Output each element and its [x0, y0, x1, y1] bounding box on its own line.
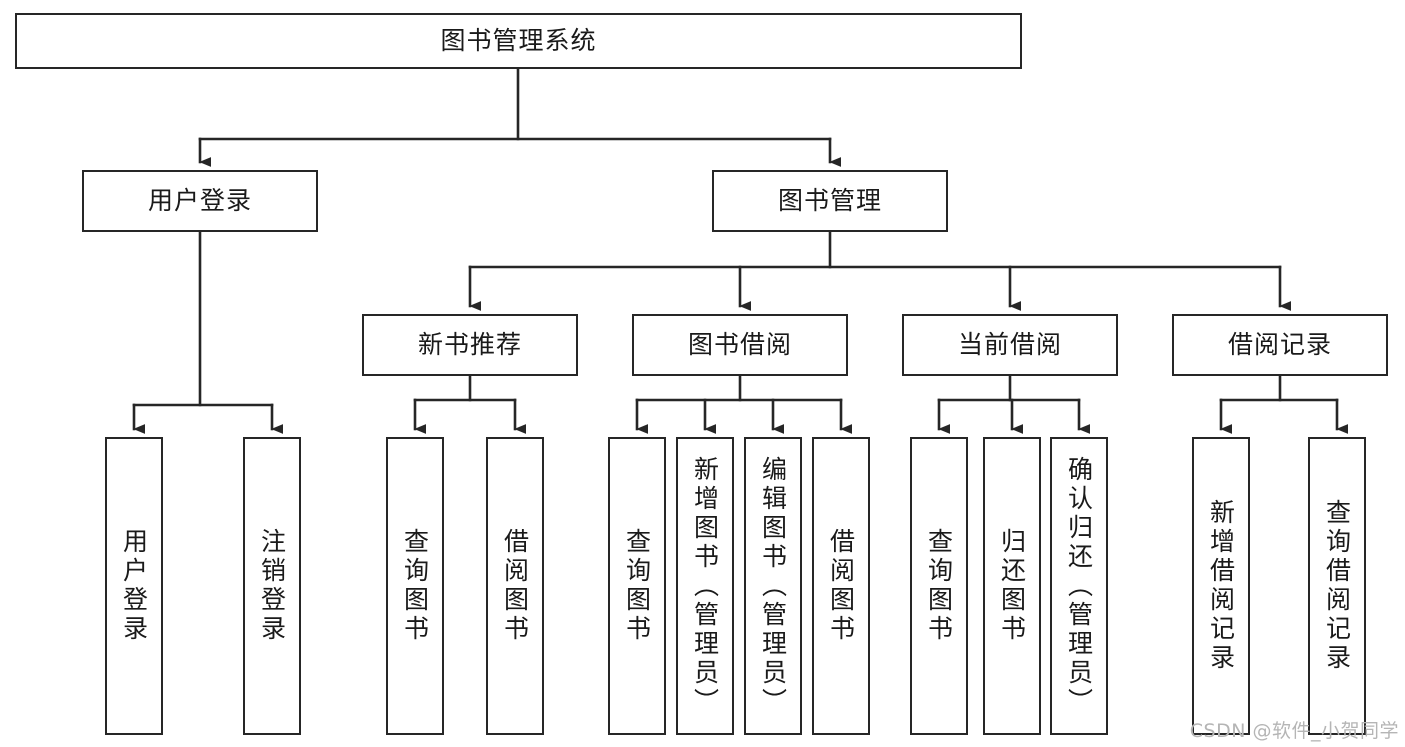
- node-borrow-record[interactable]: 借阅记录: [1172, 314, 1388, 376]
- leaf-node-label: 编辑图书（管理员）: [758, 455, 788, 717]
- csdn-watermark: CSDN @软件_小贺同学: [1189, 720, 1399, 742]
- node-root-label: 图书管理系统: [440, 25, 597, 55]
- node-user-login[interactable]: 用户登录: [82, 170, 318, 232]
- leaf-node-user-login[interactable]: 用户登录: [105, 437, 163, 735]
- node-current-borrow-label: 当前借阅: [957, 329, 1062, 359]
- leaf-node-query-book-2[interactable]: 查询图书: [608, 437, 666, 735]
- node-book-management-label: 图书管理: [777, 185, 882, 215]
- leaf-node-query-borrow-record[interactable]: 查询借阅记录: [1308, 437, 1366, 735]
- leaf-node-add-borrow-record[interactable]: 新增借阅记录: [1192, 437, 1250, 735]
- leaf-node-label: 借阅图书: [826, 528, 856, 644]
- leaf-node-label: 查询图书: [400, 528, 430, 644]
- leaf-node-label: 确认归还（管理员）: [1064, 455, 1094, 717]
- leaf-node-label: 借阅图书: [500, 528, 530, 644]
- leaf-node-label: 用户登录: [119, 528, 149, 644]
- node-book-borrow[interactable]: 图书借阅: [632, 314, 848, 376]
- node-book-management[interactable]: 图书管理: [712, 170, 948, 232]
- leaf-node-label: 新增图书（管理员）: [690, 455, 720, 717]
- node-root[interactable]: 图书管理系统: [15, 13, 1022, 69]
- leaf-node-borrow-book-1[interactable]: 借阅图书: [486, 437, 544, 735]
- leaf-node-confirm-return-admin[interactable]: 确认归还（管理员）: [1050, 437, 1108, 735]
- node-borrow-record-label: 借阅记录: [1227, 329, 1332, 359]
- leaf-node-query-book-3[interactable]: 查询图书: [910, 437, 968, 735]
- leaf-node-add-book-admin[interactable]: 新增图书（管理员）: [676, 437, 734, 735]
- leaf-node-query-book-1[interactable]: 查询图书: [386, 437, 444, 735]
- leaf-node-label: 归还图书: [997, 528, 1027, 644]
- leaf-node-return-book[interactable]: 归还图书: [983, 437, 1041, 735]
- node-current-borrow[interactable]: 当前借阅: [902, 314, 1118, 376]
- node-user-login-label: 用户登录: [147, 185, 252, 215]
- leaf-node-label: 查询图书: [924, 528, 954, 644]
- node-book-borrow-label: 图书借阅: [687, 329, 792, 359]
- node-new-book-recommend-label: 新书推荐: [417, 329, 522, 359]
- leaf-node-logout[interactable]: 注销登录: [243, 437, 301, 735]
- leaf-node-label: 新增借阅记录: [1206, 499, 1236, 673]
- leaf-node-label: 查询借阅记录: [1322, 499, 1352, 673]
- leaf-node-edit-book-admin[interactable]: 编辑图书（管理员）: [744, 437, 802, 735]
- leaf-node-label: 查询图书: [622, 528, 652, 644]
- leaf-node-label: 注销登录: [257, 528, 287, 644]
- node-new-book-recommend[interactable]: 新书推荐: [362, 314, 578, 376]
- leaf-node-borrow-book-2[interactable]: 借阅图书: [812, 437, 870, 735]
